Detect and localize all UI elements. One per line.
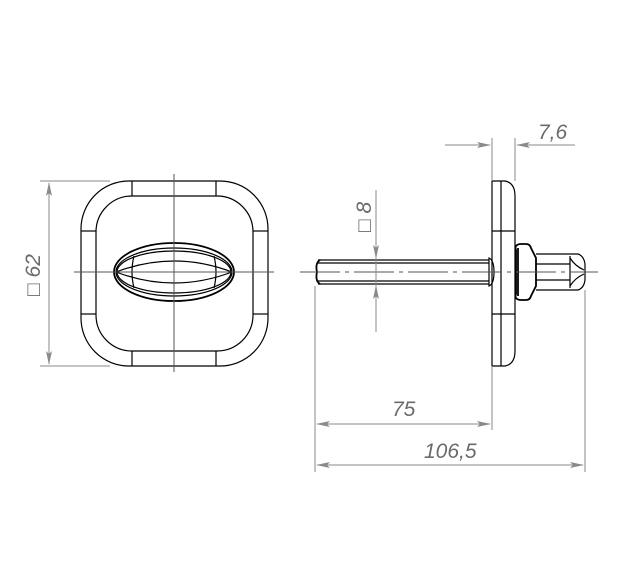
rose-band-lines bbox=[81, 181, 268, 366]
side-view: □ 8 7,6 75 106,5 bbox=[300, 121, 598, 472]
dimension-rose-thickness: 7,6 bbox=[445, 121, 575, 181]
dimension-label-62: □ 62 bbox=[22, 254, 45, 296]
dimension-label-106-5: 106,5 bbox=[424, 440, 477, 463]
dimension-total-length: 106,5 bbox=[316, 290, 586, 472]
dimension-label-7-6: 7,6 bbox=[538, 121, 568, 144]
dimension-spindle-length: 75 bbox=[314, 286, 493, 472]
dimension-label-8: □ 8 bbox=[353, 201, 376, 232]
dimension-rose-size: □ 62 bbox=[22, 180, 110, 367]
dimension-spindle-size: □ 8 bbox=[353, 190, 379, 332]
dimension-label-75: 75 bbox=[392, 398, 416, 421]
front-centerlines bbox=[74, 174, 274, 372]
rose-plate bbox=[491, 180, 516, 367]
front-view: □ 62 bbox=[22, 174, 274, 372]
